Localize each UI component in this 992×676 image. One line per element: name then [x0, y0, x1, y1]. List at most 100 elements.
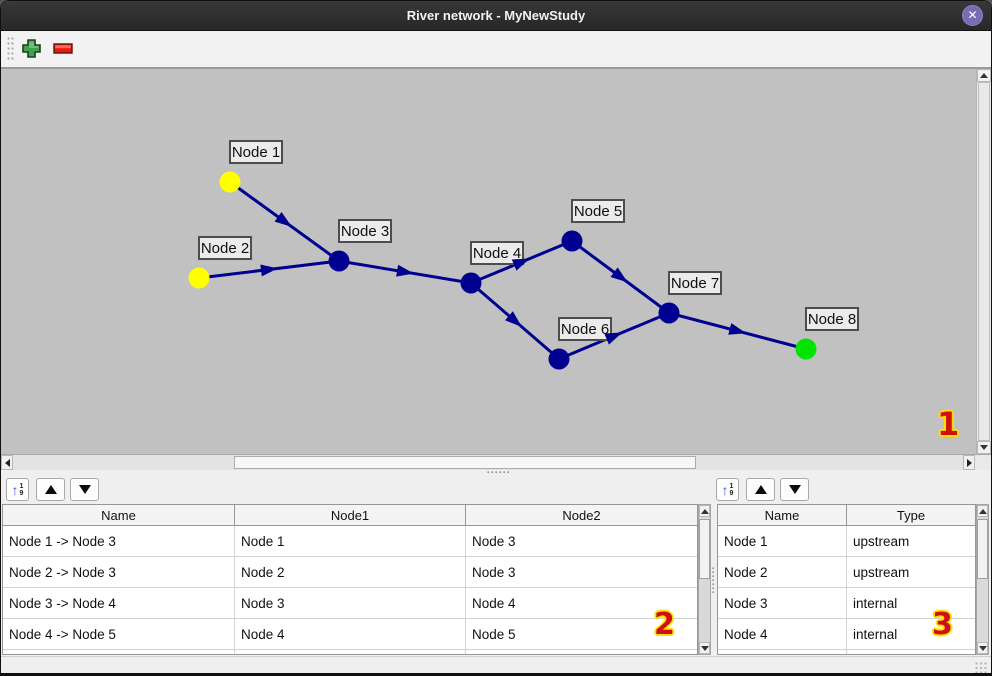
scroll-down-button[interactable]	[977, 441, 991, 454]
node-label-box	[805, 307, 859, 331]
scroll-up-button[interactable]	[977, 69, 991, 82]
network-node[interactable]	[548, 348, 570, 370]
close-icon: ✕	[967, 8, 978, 22]
scroll-down-button[interactable]	[977, 642, 988, 654]
column-header: Name	[3, 505, 235, 525]
node-label-box	[198, 236, 252, 260]
nodes-move-up-button[interactable]	[746, 478, 775, 501]
nodes-move-down-button[interactable]	[780, 478, 809, 501]
column-header: Node1	[235, 505, 466, 525]
network-node[interactable]	[460, 272, 482, 294]
table-cell: Node 3	[472, 533, 516, 549]
toolbar-grip-handle[interactable]	[7, 37, 15, 61]
table-cell: Node 4	[472, 595, 516, 611]
splitter-grip-icon	[487, 471, 509, 474]
node-label: Node 6	[561, 321, 609, 338]
node-label: Node 5	[574, 203, 622, 220]
annotation-2: 2	[654, 607, 675, 642]
triangle-down-icon	[788, 485, 801, 494]
column-header: Name	[718, 505, 847, 525]
node-label-box	[470, 241, 524, 265]
node-label: Node 7	[671, 275, 719, 292]
table-row[interactable]: Node 1 upstream	[718, 526, 975, 557]
node-label-box	[668, 271, 722, 295]
table-cell: Node 3	[472, 564, 516, 580]
network-node[interactable]	[188, 267, 210, 289]
table-cell: Node 2 -> Node 3	[3, 557, 235, 587]
table-cell: internal	[853, 626, 898, 642]
node-label: Node 2	[201, 240, 249, 257]
arrow-down-icon	[978, 645, 987, 651]
annotation-1: 1	[937, 405, 960, 443]
canvas-horizontal-scrollbar[interactable]	[1, 454, 991, 470]
table-row[interactable]: Node 4 internal	[718, 619, 975, 650]
table-cell: Node 1	[235, 526, 466, 556]
edge-arrow-icon	[505, 311, 522, 327]
network-node[interactable]	[795, 338, 817, 360]
table-cell: Node 1	[718, 526, 847, 556]
horizontal-splitter[interactable]	[1, 470, 991, 475]
network-node[interactable]	[219, 171, 241, 193]
canvas-vertical-scrollbar[interactable]	[976, 69, 991, 454]
table-cell: upstream	[853, 533, 910, 549]
triangle-up-icon	[754, 485, 767, 494]
scrollbar-thumb[interactable]	[978, 82, 990, 441]
main-toolbar	[1, 31, 991, 69]
scroll-down-button[interactable]	[699, 642, 710, 654]
arrow-down-icon	[700, 645, 709, 651]
close-button[interactable]: ✕	[962, 5, 983, 26]
arrow-up-icon	[978, 508, 987, 514]
links-move-up-button[interactable]	[36, 478, 65, 501]
node-label-box	[229, 140, 283, 164]
scrollbar-thumb[interactable]	[699, 519, 710, 579]
add-button[interactable]	[22, 39, 41, 58]
vertical-splitter[interactable]	[711, 504, 717, 656]
arrow-left-icon	[4, 458, 10, 467]
table-cell: upstream	[853, 564, 910, 580]
remove-button[interactable]	[53, 39, 73, 58]
scroll-up-button[interactable]	[977, 505, 988, 517]
title-bar[interactable]: River network - MyNewStudy ✕	[1, 1, 991, 31]
scrollbar-thumb[interactable]	[234, 456, 696, 469]
column-header: Node2	[562, 507, 601, 523]
triangle-down-icon	[78, 485, 91, 494]
annotation-3: 3	[932, 607, 953, 642]
network-node[interactable]	[658, 302, 680, 324]
network-node[interactable]	[328, 250, 350, 272]
links-move-down-button[interactable]	[70, 478, 99, 501]
status-bar	[1, 656, 991, 673]
window-resize-grip[interactable]	[975, 662, 989, 673]
nodes-table-scrollbar[interactable]	[976, 504, 989, 655]
table-cell: Node 4 -> Node 5	[3, 619, 235, 649]
table-cell: Node 5	[472, 626, 516, 642]
window-title: River network - MyNewStudy	[406, 8, 586, 23]
scroll-left-button[interactable]	[1, 455, 13, 470]
edge-arrow-icon	[604, 332, 623, 345]
minus-icon	[53, 43, 73, 54]
edge-arrow-icon	[728, 323, 747, 335]
table-cell: Node 3 -> Node 4	[3, 588, 235, 618]
column-header: Type	[896, 507, 926, 523]
edge-arrow-icon	[511, 258, 530, 271]
scrollbar-thumb[interactable]	[977, 519, 988, 579]
empty-row	[718, 650, 975, 654]
table-cell: Node 4	[718, 619, 847, 649]
scroll-up-button[interactable]	[699, 505, 710, 517]
scrollbar-corner	[974, 455, 991, 470]
links-table-scrollbar[interactable]	[698, 504, 711, 655]
network-node[interactable]	[561, 230, 583, 252]
node-label-box	[571, 199, 625, 223]
